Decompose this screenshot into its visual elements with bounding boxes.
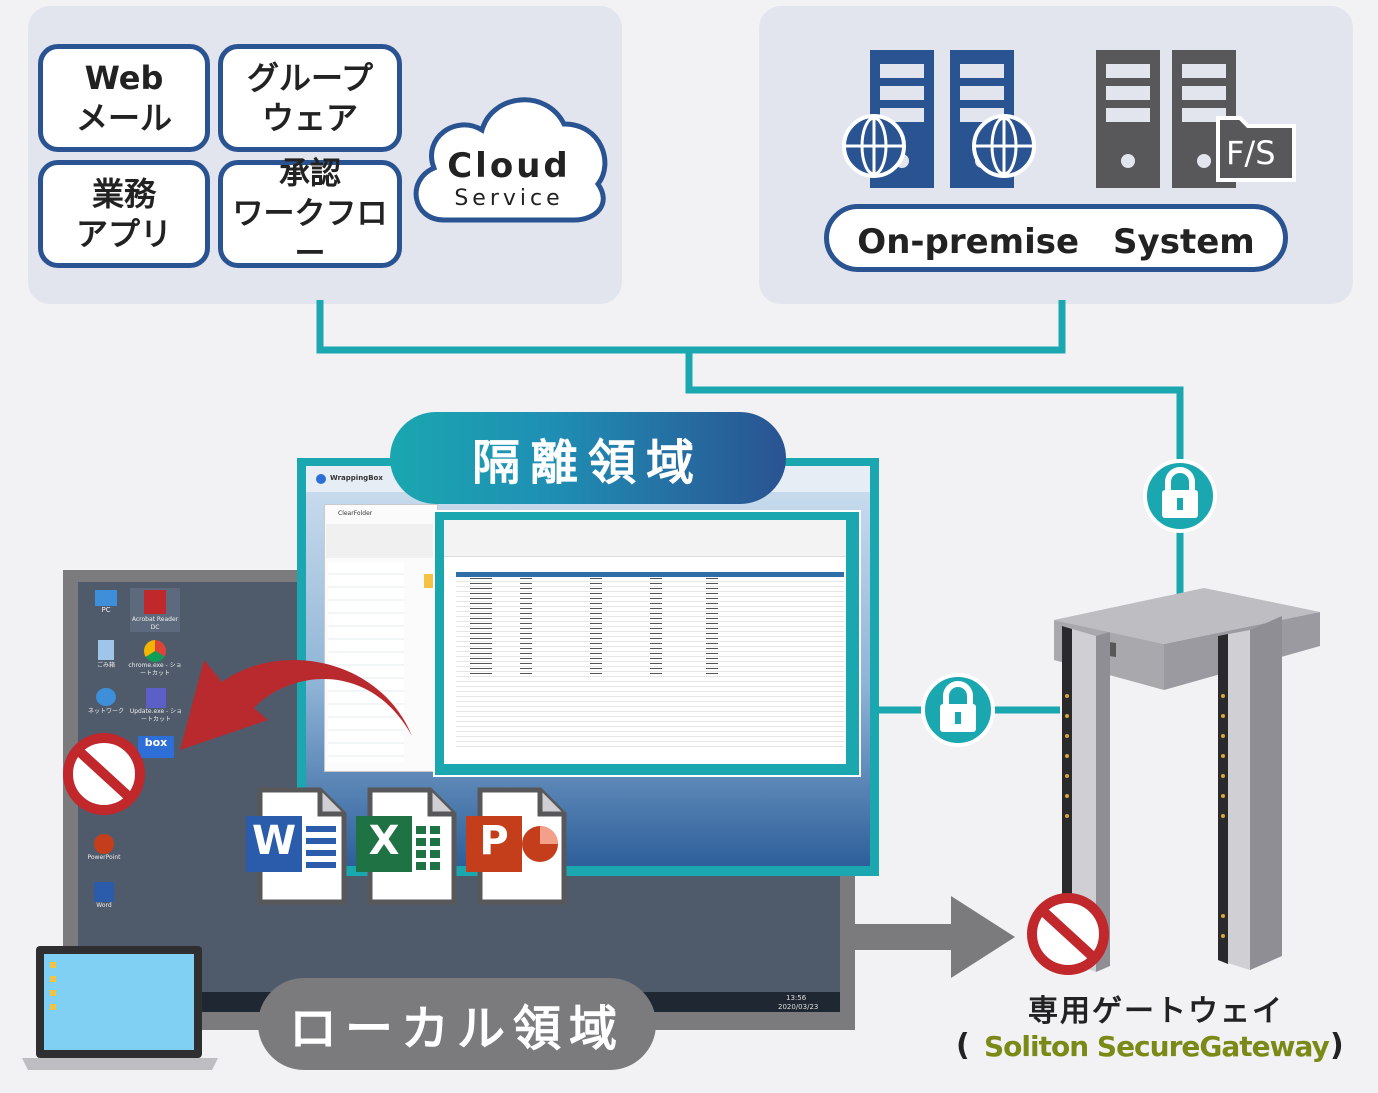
word-letter: W: [251, 818, 297, 864]
spreadsheet-data-column: [520, 578, 532, 678]
desktop-icon-box[interactable]: box: [138, 736, 174, 758]
desktop-icon-powerpoint[interactable]: PowerPoint: [84, 834, 124, 861]
spreadsheet-data-column: [706, 578, 718, 678]
laptop-icon: [22, 946, 218, 1070]
web-servers-icon: [842, 50, 1036, 188]
explorer-toolbar: [326, 524, 434, 558]
isolated-area-label-pill: 隔離領域: [390, 412, 786, 504]
prohibited-icon: [1027, 893, 1109, 975]
taskbar-time: 13:56: [786, 994, 807, 1002]
isolated-area-label: 隔離領域: [471, 435, 704, 491]
gateway-product-name: Soliton SecureGateway: [984, 1030, 1330, 1063]
powerpoint-letter: P: [479, 818, 509, 864]
taskbar-date: 2020/03/23: [778, 1003, 819, 1011]
file-servers-icon: [1096, 50, 1296, 188]
desktop-icon-update[interactable]: Update.exe - ショートカット: [128, 688, 184, 724]
excel-file-icon: [356, 787, 457, 905]
app-box-business-app: 業務 アプリ: [38, 160, 210, 268]
desktop-icon-pc[interactable]: PC: [88, 590, 124, 614]
desktop-icon-recycle-bin[interactable]: ごみ箱: [88, 640, 124, 669]
lock-icon: [1162, 467, 1198, 518]
cloud-subtitle: Service: [454, 186, 564, 211]
desktop-icon-network[interactable]: ネットワーク: [86, 688, 126, 715]
app-box-groupware: グループ ウェア: [218, 44, 402, 152]
app-box-workflow: 承認 ワークフロー: [218, 156, 402, 272]
app-box-webmail: Web メール: [38, 44, 210, 152]
desktop-icon-acrobat[interactable]: Acrobat Reader DC: [130, 588, 180, 632]
onprem-system-pill: On-premise System: [824, 204, 1288, 272]
gateway-title: 専用ゲートウェイ: [1028, 994, 1284, 1029]
gateway-product-close: ): [1330, 1028, 1344, 1063]
fs-label: F/S: [1226, 134, 1276, 172]
spreadsheet-data-column: [650, 578, 662, 678]
explorer-nav-tree: [328, 562, 404, 762]
blocked-copy-arrow: [180, 659, 412, 750]
word-file-icon: [246, 787, 347, 905]
desktop-icon-chrome[interactable]: chrome.exe - ショートカット: [128, 640, 182, 678]
lock-icon: [940, 681, 976, 732]
spreadsheet-ribbon: [444, 520, 846, 557]
blocked-access-arrow: [855, 896, 1015, 978]
cloud-title: Cloud: [447, 146, 571, 186]
prohibited-icon: [63, 733, 145, 815]
powerpoint-file-icon: [466, 787, 567, 905]
gateway-device-icon: [1054, 588, 1320, 972]
wrappingbox-logo-icon: [316, 474, 326, 484]
spreadsheet-data-column: [590, 578, 602, 678]
onprem-system-label: On-premise System: [857, 221, 1255, 262]
wrappingbox-app-name: WrappingBox: [330, 474, 383, 482]
spreadsheet-data-column: [470, 578, 492, 678]
cloud-icon: [413, 97, 608, 223]
gateway-product-open: (: [956, 1028, 970, 1063]
spreadsheet-header-row: [456, 572, 844, 577]
clearfolder-title: ClearFolder: [338, 510, 373, 517]
desktop-icon-word[interactable]: Word: [86, 882, 122, 909]
local-area-label-pill: ローカル領域: [258, 978, 656, 1070]
local-area-label: ローカル領域: [288, 1001, 625, 1057]
excel-letter: X: [368, 818, 400, 864]
